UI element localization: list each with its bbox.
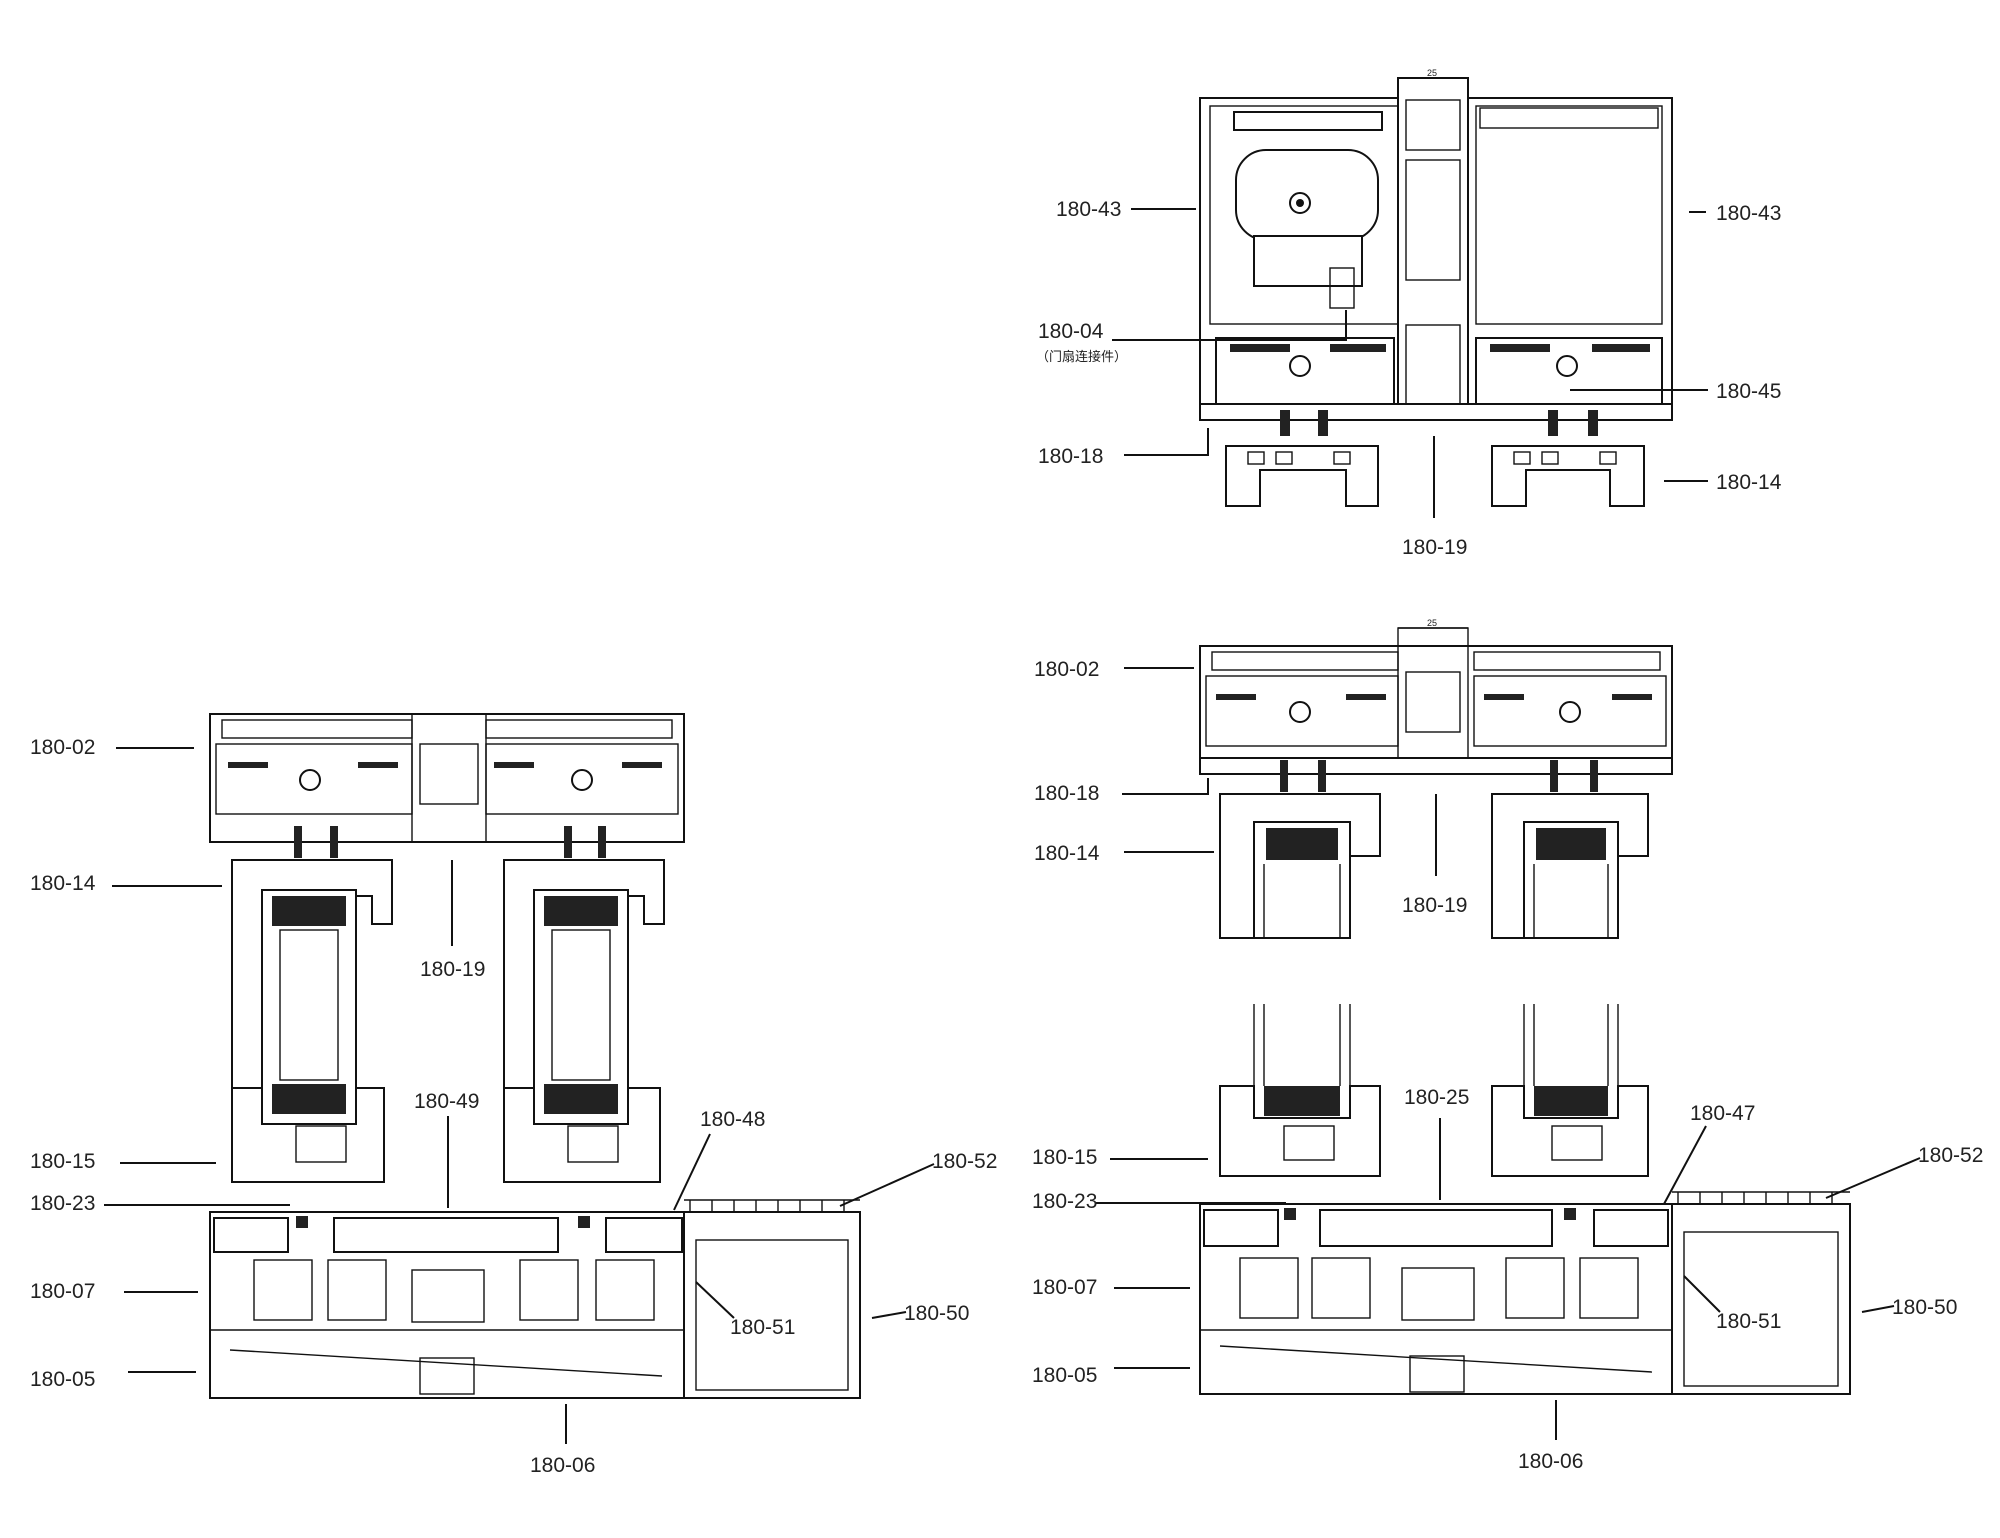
label-b-180-19: 180-19 <box>420 958 485 981</box>
label-a-180-14: 180-14 <box>1716 471 1782 494</box>
label-d-180-15: 180-15 <box>1032 1146 1097 1169</box>
label-d-180-25: 180-25 <box>1404 1086 1469 1109</box>
section-two-track-head-labels: 180-02 180-18 180-14 180-19 <box>1034 658 1467 917</box>
label-c-180-02: 180-02 <box>1034 658 1099 681</box>
section-two-track-sill-labels: 180-25 180-47 180-15 180-23 180-07 180-0… <box>1032 1086 1983 1473</box>
label-d-180-07: 180-07 <box>1032 1276 1097 1299</box>
head-section-labels: 180-43 180-43 180-04 （门扇连接件） 180-45 180-… <box>1036 68 1782 559</box>
label-a-180-04-note: （门扇连接件） <box>1036 349 1127 365</box>
label-b-180-51: 180-51 <box>730 1316 795 1339</box>
label-d-180-52: 180-52 <box>1918 1144 1983 1167</box>
label-b-180-52: 180-52 <box>932 1150 997 1173</box>
label-d-180-05: 180-05 <box>1032 1364 1097 1387</box>
section-three-track <box>209 713 861 1399</box>
label-a-180-04: 180-04 <box>1038 320 1104 343</box>
label-b-180-15: 180-15 <box>30 1150 95 1173</box>
label-c-180-19: 180-19 <box>1402 894 1467 917</box>
label-a-180-43-right: 180-43 <box>1716 202 1781 225</box>
label-b-180-07: 180-07 <box>30 1280 95 1303</box>
head-section-with-closer <box>1199 77 1673 507</box>
section-three-track-labels: 180-02 180-14 180-19 180-49 180-48 180-1… <box>30 736 997 1477</box>
section-two-track-head: 25 <box>1199 618 1673 939</box>
label-b-180-23: 180-23 <box>30 1192 95 1215</box>
label-b-180-48: 180-48 <box>700 1108 765 1131</box>
label-b-180-49: 180-49 <box>414 1090 479 1113</box>
label-a-180-19: 180-19 <box>1402 536 1467 559</box>
label-b-180-06: 180-06 <box>530 1454 595 1477</box>
label-c-180-18: 180-18 <box>1034 782 1099 805</box>
label-a-180-18: 180-18 <box>1038 445 1103 468</box>
label-b-180-50: 180-50 <box>904 1302 969 1325</box>
label-c-180-14: 180-14 <box>1034 842 1100 865</box>
label-d-180-23: 180-23 <box>1032 1190 1097 1213</box>
section-two-track-sill <box>1199 1004 1851 1395</box>
label-d-180-47: 180-47 <box>1690 1102 1755 1125</box>
label-d-180-06: 180-06 <box>1518 1450 1583 1473</box>
label-b-180-02: 180-02 <box>30 736 95 759</box>
label-b-180-05: 180-05 <box>30 1368 95 1391</box>
label-d-180-51: 180-51 <box>1716 1310 1781 1333</box>
label-c-dimension: 25 <box>1427 618 1437 628</box>
label-d-180-50: 180-50 <box>1892 1296 1957 1319</box>
label-a-180-43-left: 180-43 <box>1056 198 1121 221</box>
label-a-dimension: 25 <box>1427 68 1437 78</box>
label-b-180-14: 180-14 <box>30 872 96 895</box>
label-a-180-45: 180-45 <box>1716 380 1781 403</box>
